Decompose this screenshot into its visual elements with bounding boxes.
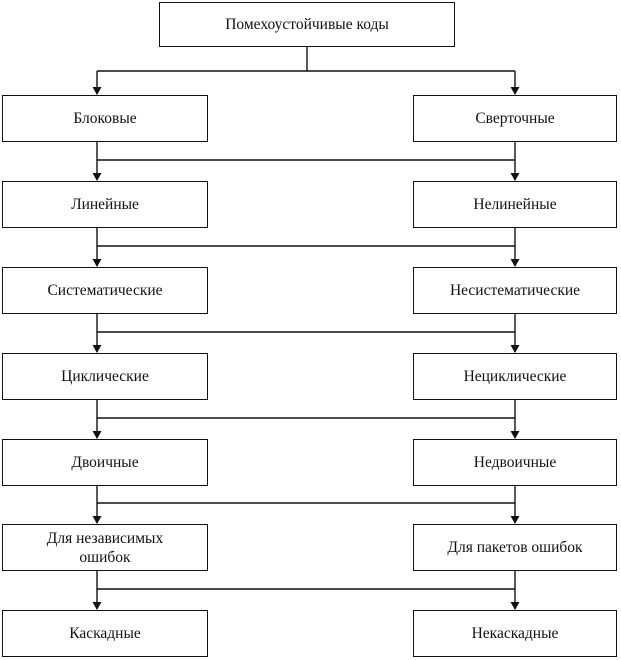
node-row1-right: Сверточные — [413, 95, 617, 142]
node-row7-right: Некаскадные — [413, 610, 617, 657]
node-row4-right: Нециклические — [413, 353, 617, 400]
node-row2-right: Нелинейные — [413, 181, 617, 228]
arrow-row4-left — [92, 345, 102, 353]
arrow-row6-right — [510, 516, 520, 524]
node-row6-left: Для независимых ошибок — [2, 524, 208, 571]
arrow-row4-right — [510, 345, 520, 353]
arrow-row2-left — [92, 173, 102, 181]
node-row3-right: Несистематические — [413, 267, 617, 314]
node-row1-left: Блоковые — [2, 95, 208, 142]
arrow-row6-left — [92, 516, 102, 524]
node-row4-left: Циклические — [2, 353, 208, 400]
arrow-row2-right — [510, 173, 520, 181]
arrow-row1-left — [92, 87, 102, 95]
arrow-row3-left — [92, 259, 102, 267]
arrow-row1-right — [510, 87, 520, 95]
arrow-row5-right — [510, 431, 520, 439]
arrow-row3-right — [510, 259, 520, 267]
arrow-row7-right — [510, 602, 520, 610]
arrow-row5-left — [92, 431, 102, 439]
arrow-row7-left — [92, 602, 102, 610]
node-row3-left: Систематические — [2, 267, 208, 314]
node-row6-right: Для пакетов ошибок — [413, 524, 617, 571]
node-row7-left: Каскадные — [2, 610, 208, 657]
node-row5-left: Двоичные — [2, 439, 208, 486]
node-row5-right: Недвоичные — [413, 439, 617, 486]
node-row2-left: Линейные — [2, 181, 208, 228]
node-root: Помехоустойчивые коды — [159, 2, 455, 47]
